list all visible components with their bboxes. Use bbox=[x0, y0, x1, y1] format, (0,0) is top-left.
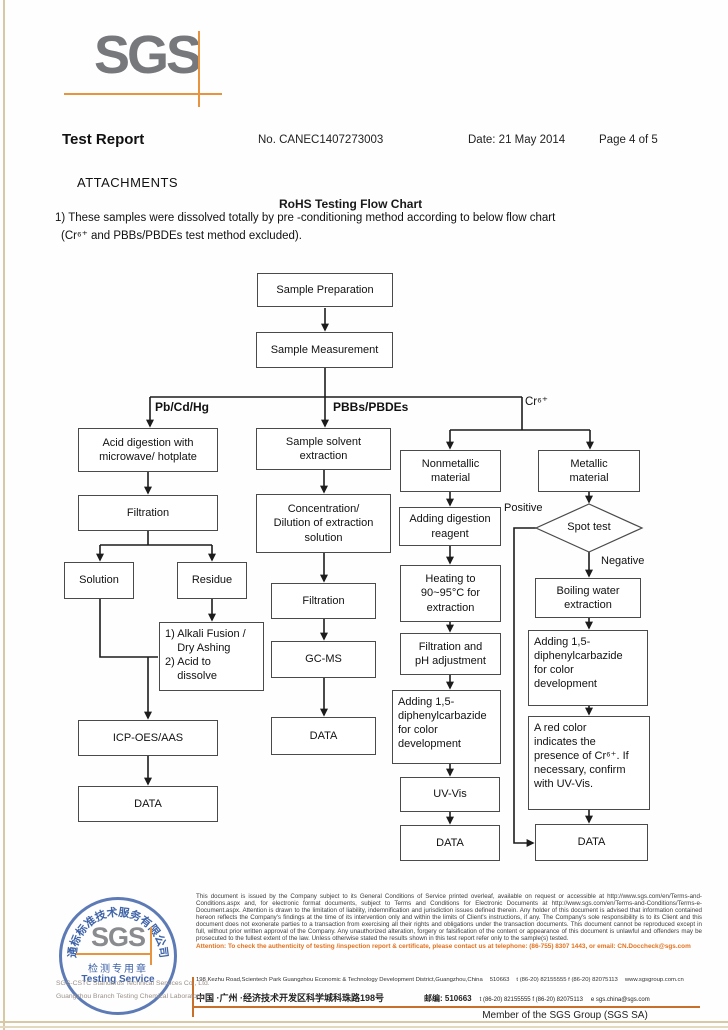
node-data-mid: DATA bbox=[271, 717, 376, 755]
address-row-en: 198 Kezhu Road,Scientech Park Guangzhou … bbox=[196, 977, 702, 983]
page-indicator: Page 4 of 5 bbox=[599, 134, 658, 146]
page-edge-bottom bbox=[0, 1021, 728, 1023]
email: e sgs.china@sgs.com bbox=[590, 997, 650, 1003]
stamp-arc-text: 通标标准技术服务有限公司 bbox=[66, 905, 171, 959]
node-gc-ms: GC-MS bbox=[271, 641, 376, 678]
stamp-testing-service-label: Testing Service bbox=[81, 974, 155, 985]
node-concentration-dilution: Concentration/ Dilution of extraction so… bbox=[256, 494, 391, 553]
node-uv-vis: UV-Vis bbox=[400, 777, 500, 812]
report-date: Date: 21 May 2014 bbox=[468, 134, 566, 146]
node-residue: Residue bbox=[177, 562, 247, 599]
company-name-line1: SGS-CSTC Standards Technical Services Co… bbox=[56, 980, 210, 987]
footer-orange-vline bbox=[192, 977, 194, 1017]
address-en: 198 Kezhu Road,Scientech Park Guangzhou … bbox=[196, 977, 483, 983]
node-filtration-left: Filtration bbox=[78, 495, 218, 531]
branch-label-cr6: Cr⁶⁺ bbox=[525, 396, 548, 408]
spot-test-negative-label: Negative bbox=[601, 555, 645, 567]
stamp-orange-hline bbox=[76, 953, 152, 955]
footer-legal-column: This document is issued by the Company s… bbox=[196, 893, 702, 950]
node-carbazide-nonmetal: Adding 1,5- diphenylcarbazide for color … bbox=[392, 690, 501, 764]
attention-notice: Attention: To check the authenticity of … bbox=[196, 943, 691, 950]
testing-service-stamp: 通标标准技术服务有限公司 SGS 检测专用章 Testing Service bbox=[59, 897, 177, 1015]
sgs-logo-vertical-line bbox=[198, 31, 200, 107]
footer-orange-hline bbox=[193, 1006, 700, 1008]
node-alkali-fusion: 1) Alkali Fusion / Dry Ashing 2) Acid to… bbox=[159, 622, 264, 691]
node-solution: Solution bbox=[64, 562, 134, 599]
node-red-color-result: A red color indicates the presence of Cr… bbox=[528, 716, 650, 810]
node-icp-oes-aas: ICP-OES/AAS bbox=[78, 720, 218, 756]
node-boiling-water: Boiling water extraction bbox=[535, 578, 641, 618]
branch-label-pbbs-pbdes: PBBs/PBDEs bbox=[333, 400, 409, 414]
node-carbazide-metal: Adding 1,5- diphenylcarbazide for color … bbox=[528, 630, 648, 706]
postal-en: 510663 bbox=[489, 977, 510, 983]
node-adding-digestion-reagent: Adding digestion reagent bbox=[399, 507, 501, 546]
postal-cn: 邮编: 510663 bbox=[424, 994, 472, 1003]
note-line-2: (Cr⁶⁺ and PBBs/PBDEs test method exclude… bbox=[61, 230, 302, 242]
legal-disclaimer: This document is issued by the Company s… bbox=[196, 893, 702, 942]
node-data-nonmetal: DATA bbox=[400, 825, 500, 861]
node-heating-extraction: Heating to 90~95°C for extraction bbox=[400, 565, 501, 622]
flow-chart-title: RoHS Testing Flow Chart bbox=[279, 197, 423, 211]
page-edge-left bbox=[3, 0, 5, 1030]
note-line-1: 1) These samples were dissolved totally … bbox=[55, 212, 556, 224]
stamp-chinese-label: 检测专用章 bbox=[88, 964, 148, 975]
member-of-sgs-group: Member of the SGS Group (SGS SA) bbox=[482, 1010, 648, 1021]
stamp-orange-vline bbox=[150, 927, 152, 965]
company-name-line2: Guangzhou Branch Testing Chemical Labora… bbox=[56, 993, 203, 1000]
node-filtration-ph: Filtration and pH adjustment bbox=[400, 633, 501, 675]
page-edge-bottom-2 bbox=[0, 1026, 728, 1028]
report-number: No. CANEC1407273003 bbox=[258, 134, 384, 146]
stamp-sgs-text: SGS bbox=[90, 922, 146, 952]
node-nonmetallic-material: Nonmetallic material bbox=[400, 450, 501, 492]
branch-label-pb-cd-hg: Pb/Cd/Hg bbox=[155, 400, 209, 414]
node-solvent-extraction: Sample solvent extraction bbox=[256, 428, 391, 470]
attachments-heading: ATTACHMENTS bbox=[77, 175, 179, 190]
contact-cn: t (86-20) 82155555 f (86-20) 82075113 bbox=[479, 997, 583, 1003]
sgs-logo: SGS bbox=[94, 25, 202, 85]
node-acid-digestion: Acid digestion with microwave/ hotplate bbox=[78, 428, 218, 472]
node-filtration-mid: Filtration bbox=[271, 583, 376, 619]
node-sample-measurement: Sample Measurement bbox=[256, 332, 393, 368]
node-data-metal: DATA bbox=[535, 824, 648, 861]
website: www.sgsgroup.com.cn bbox=[624, 977, 684, 983]
node-data-left: DATA bbox=[78, 786, 218, 822]
node-metallic-material: Metallic material bbox=[538, 450, 640, 492]
spot-test-diamond-label: Spot test bbox=[567, 521, 611, 533]
report-title: Test Report bbox=[62, 131, 145, 148]
address-row-cn: 中国 ·广州 ·经济技术开发区科学城科珠路198号 邮编: 510663 t (86… bbox=[196, 988, 702, 1006]
node-sample-preparation: Sample Preparation bbox=[257, 273, 393, 307]
sgs-logo-horizontal-line bbox=[64, 93, 222, 95]
spot-test-positive-label: Positive bbox=[504, 502, 543, 514]
contact-en: t (86-20) 82155555 f (86-20) 82075113 bbox=[516, 977, 618, 983]
address-cn: 中国 ·广州 ·经济技术开发区科学城科珠路198号 bbox=[196, 993, 385, 1003]
